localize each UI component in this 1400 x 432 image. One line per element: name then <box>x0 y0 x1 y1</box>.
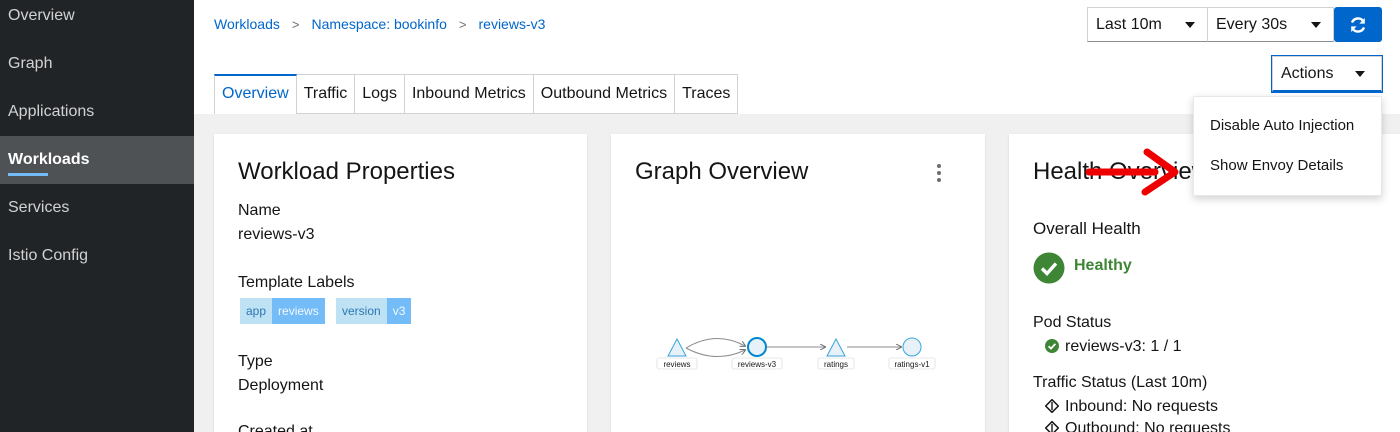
sidebar-item-label: Workloads <box>8 151 90 168</box>
label-chip-value: v3 <box>386 298 412 324</box>
name-value: reviews-v3 <box>238 226 315 243</box>
breadcrumb-workload[interactable]: reviews-v3 <box>478 16 546 32</box>
label-chip-app: app reviews <box>240 298 325 324</box>
tab-inbound-metrics[interactable]: Inbound Metrics <box>404 74 534 114</box>
refresh-interval-select[interactable]: Every 30s <box>1207 7 1334 42</box>
actions-label: Actions <box>1281 65 1334 82</box>
tab-traces[interactable]: Traces <box>675 74 739 114</box>
graph-node-reviews-v3[interactable]: reviews-v3 <box>731 337 783 370</box>
breadcrumb-namespace[interactable]: Namespace: bookinfo <box>311 16 447 32</box>
sync-icon <box>1350 16 1366 33</box>
sidebar-item-services[interactable]: Services <box>0 184 194 232</box>
page-header: Workloads > Namespace: bookinfo > review… <box>194 0 1400 114</box>
graph-node-label: ratings <box>824 360 848 369</box>
card-title: Graph Overview <box>635 158 809 185</box>
name-label: Name <box>238 202 281 219</box>
sidebar-item-label: Applications <box>8 103 95 120</box>
tab-overview[interactable]: Overview <box>214 74 297 114</box>
actions-dropdown-button[interactable]: Actions <box>1271 55 1383 93</box>
breadcrumb-separator: > <box>458 16 467 32</box>
label-chip-value: reviews <box>272 298 325 324</box>
caret-down-icon <box>1355 71 1365 77</box>
tab-logs[interactable]: Logs <box>355 74 405 114</box>
sidebar-item-label: Graph <box>8 55 53 72</box>
tab-bar: Overview Traffic Logs Inbound Metrics Ou… <box>214 74 739 114</box>
breadcrumb-workloads[interactable]: Workloads <box>214 16 280 32</box>
type-value: Deployment <box>238 377 324 394</box>
card-title: Workload Properties <box>238 158 455 185</box>
duration-value: Last 10m <box>1096 16 1162 33</box>
breadcrumb-separator: > <box>291 16 300 32</box>
active-indicator <box>8 173 48 176</box>
refresh-button[interactable] <box>1334 7 1382 42</box>
overall-health-value: Healthy <box>1074 257 1132 274</box>
outbound-status: Outbound: No requests <box>1065 420 1231 432</box>
label-chip-key: version <box>336 298 387 324</box>
tab-outbound-metrics[interactable]: Outbound Metrics <box>533 74 676 114</box>
sidebar-item-overview[interactable]: Overview <box>0 0 194 40</box>
pod-status-label: Pod Status <box>1033 314 1112 331</box>
sidebar-item-applications[interactable]: Applications <box>0 88 194 136</box>
pod-status-value: reviews-v3: 1 / 1 <box>1065 338 1182 355</box>
traffic-status-label: Traffic Status (Last 10m) <box>1033 374 1208 391</box>
template-labels-label: Template Labels <box>238 274 355 291</box>
sidebar-item-workloads[interactable]: Workloads <box>0 136 194 184</box>
traffic-status-icon <box>1045 421 1059 432</box>
label-chip-key: app <box>240 298 273 324</box>
breadcrumb: Workloads > Namespace: bookinfo > review… <box>214 16 545 32</box>
graph-overview-card: Graph Overview reviews reviews-v3 rating… <box>611 134 985 432</box>
graph-node-ratings-v1[interactable]: ratings-v1 <box>888 337 936 370</box>
graph-node-label: reviews-v3 <box>738 360 777 369</box>
graph-node-reviews[interactable]: reviews <box>656 337 698 370</box>
sidebar: Overview Graph Applications Workloads Se… <box>0 0 194 432</box>
graph-node-label: reviews <box>663 360 690 369</box>
caret-down-icon <box>1185 22 1195 28</box>
actions-menu: Disable Auto Injection Show Envoy Detail… <box>1193 96 1382 196</box>
caret-down-icon <box>1311 22 1321 28</box>
label-chip-version: version v3 <box>336 298 412 324</box>
menu-item-disable-auto-injection[interactable]: Disable Auto Injection <box>1210 117 1355 134</box>
overall-health-label: Overall Health <box>1033 219 1141 238</box>
sidebar-item-label: Istio Config <box>8 247 89 264</box>
created-label: Created at <box>238 423 313 432</box>
refresh-interval-value: Every 30s <box>1216 16 1288 33</box>
traffic-status-icon <box>1045 399 1059 413</box>
graph-node-ratings[interactable]: ratings <box>817 337 855 370</box>
inbound-status: Inbound: No requests <box>1065 398 1218 415</box>
type-label: Type <box>238 353 273 370</box>
sidebar-item-istio-config[interactable]: Istio Config <box>0 232 194 280</box>
sidebar-item-graph[interactable]: Graph <box>0 40 194 88</box>
workload-properties-card: Workload Properties Name reviews-v3 Temp… <box>214 134 587 432</box>
tab-traffic[interactable]: Traffic <box>296 74 356 114</box>
sidebar-item-label: Overview <box>8 7 75 24</box>
sidebar-item-label: Services <box>8 199 70 216</box>
check-circle-icon <box>1045 339 1059 353</box>
duration-select[interactable]: Last 10m <box>1087 7 1208 42</box>
menu-item-show-envoy-details[interactable]: Show Envoy Details <box>1210 157 1344 174</box>
graph-canvas[interactable]: reviews reviews-v3 ratings ratings-v1 <box>611 324 985 384</box>
kebab-menu-icon[interactable] <box>936 164 942 182</box>
annotation-arrow-icon <box>1085 148 1179 196</box>
check-circle-icon <box>1033 252 1065 284</box>
graph-node-label: ratings-v1 <box>894 360 930 369</box>
